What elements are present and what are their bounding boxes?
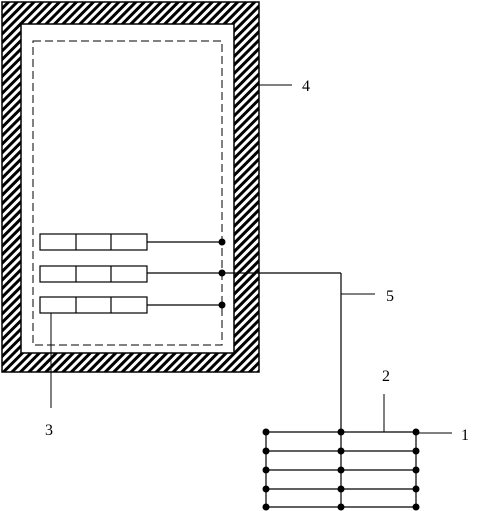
label-1: 1	[461, 427, 469, 444]
inner-chamber-dashed	[32, 40, 223, 346]
label-4: 4	[302, 78, 310, 95]
label-2: 2	[382, 368, 390, 385]
sample-block-row-1	[39, 233, 226, 251]
sample-block-row-2	[39, 265, 341, 283]
label-5: 5	[386, 288, 394, 305]
leader-lines	[50, 84, 452, 434]
sample-block-row-3	[39, 296, 226, 314]
grid-nodes	[262, 428, 420, 511]
label-3: 3	[45, 422, 53, 439]
enclosure-wall	[1, 1, 260, 373]
